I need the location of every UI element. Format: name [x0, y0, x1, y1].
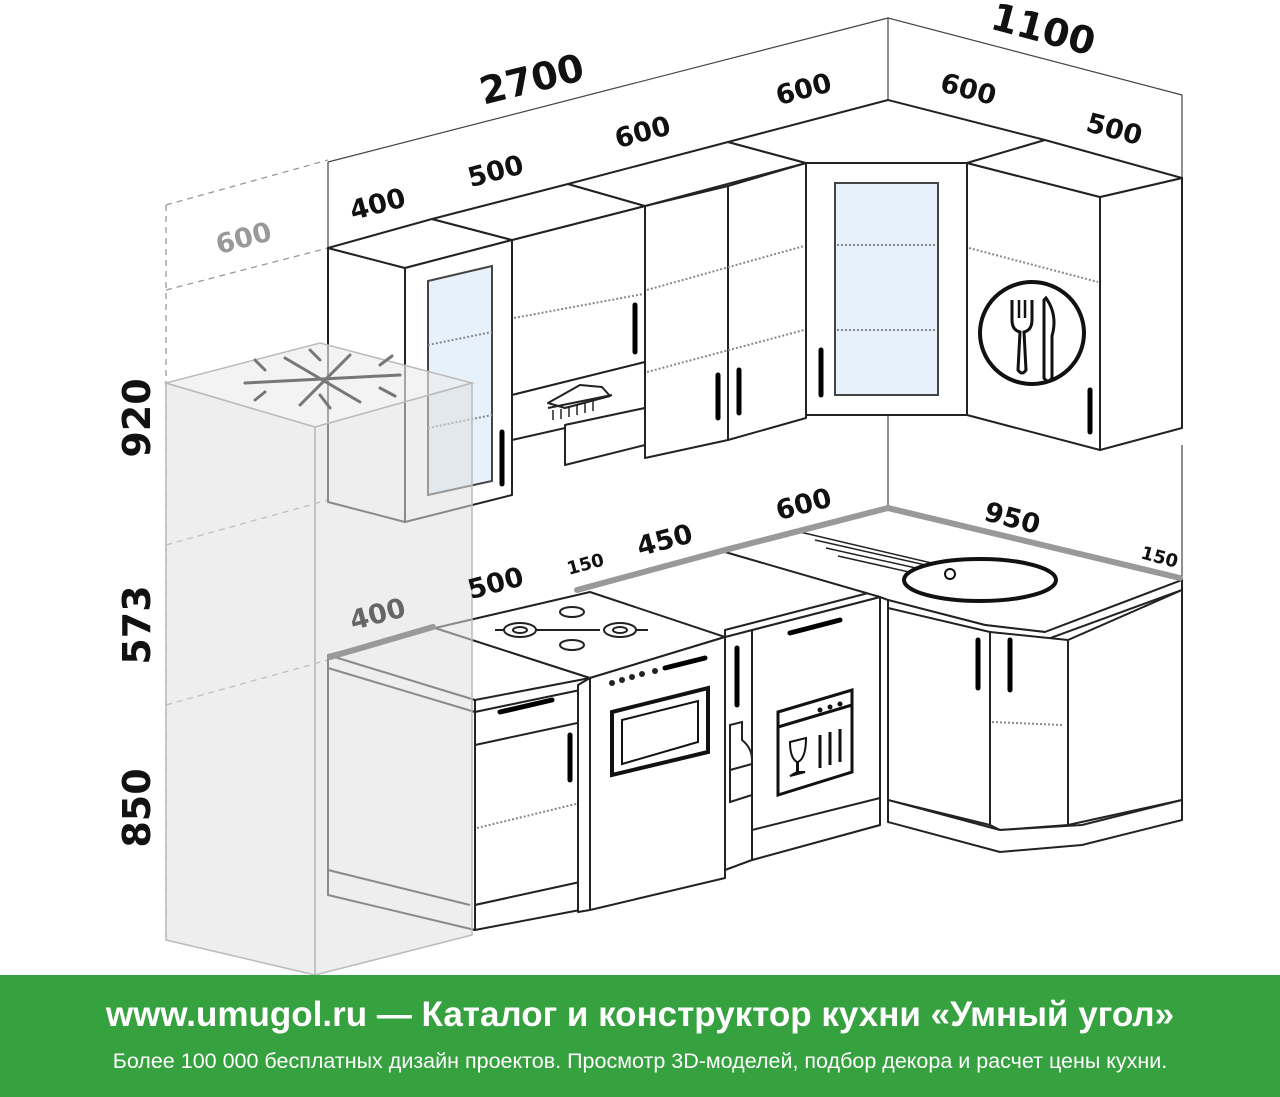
base-corner-cab-right-door	[989, 631, 1069, 831]
dim-upper-3: 600	[612, 111, 674, 156]
dim-total-wall: 2700	[475, 45, 588, 113]
dim-upper-4: 600	[773, 68, 835, 113]
base-cab-1-front	[474, 687, 591, 906]
snowflake-icon	[243, 348, 402, 410]
upper-cabinets	[327, 99, 1183, 523]
dim-height-middle: 573	[115, 585, 159, 664]
range-hood-icon	[547, 384, 611, 409]
dim-base-1: 500	[465, 562, 527, 607]
cutlery-icon	[978, 280, 1086, 386]
base-corner-cab-left-door	[887, 607, 991, 826]
dim-upper-corner-2: 500	[1083, 108, 1145, 153]
kitchen-diagram: 2700 1100 600 400 500 600 600 600 500 92…	[115, 0, 1183, 976]
sink-icon	[902, 557, 1058, 603]
dim-height-upper: 920	[115, 378, 159, 457]
dim-corner-wall: 1100	[987, 0, 1101, 64]
banner-subtitle: Более 100 000 бесплатных дизайн проектов…	[112, 1049, 1168, 1073]
fridge-ghost	[165, 381, 316, 976]
dim-height-base: 850	[115, 768, 159, 847]
dim-base-stove: 450	[634, 519, 696, 564]
upper-corner-cab-glass	[834, 182, 939, 396]
dim-filler-left: 150	[565, 550, 607, 580]
fridge	[163, 342, 475, 976]
dim-upper-2: 500	[465, 150, 527, 195]
upper-cab-6-side	[1099, 177, 1183, 451]
countertop-edges	[327, 505, 1183, 660]
promo-banner: www.umugol.ru — Каталог и конструктор ку…	[0, 975, 1280, 1097]
dim-fridge-depth: 600	[213, 217, 275, 262]
dim-upper-1: 400	[347, 183, 409, 228]
base-cabinets	[327, 506, 1183, 931]
dim-upper-corner-1: 600	[937, 68, 999, 113]
upper-cab-6-top	[966, 139, 1183, 198]
gas-burners-icon	[495, 606, 648, 651]
banner-title[interactable]: www.umugol.ru — Каталог и конструктор ку…	[105, 995, 1175, 1034]
dim-base-3: 600	[773, 483, 835, 528]
dishwasher-icon	[776, 687, 854, 798]
